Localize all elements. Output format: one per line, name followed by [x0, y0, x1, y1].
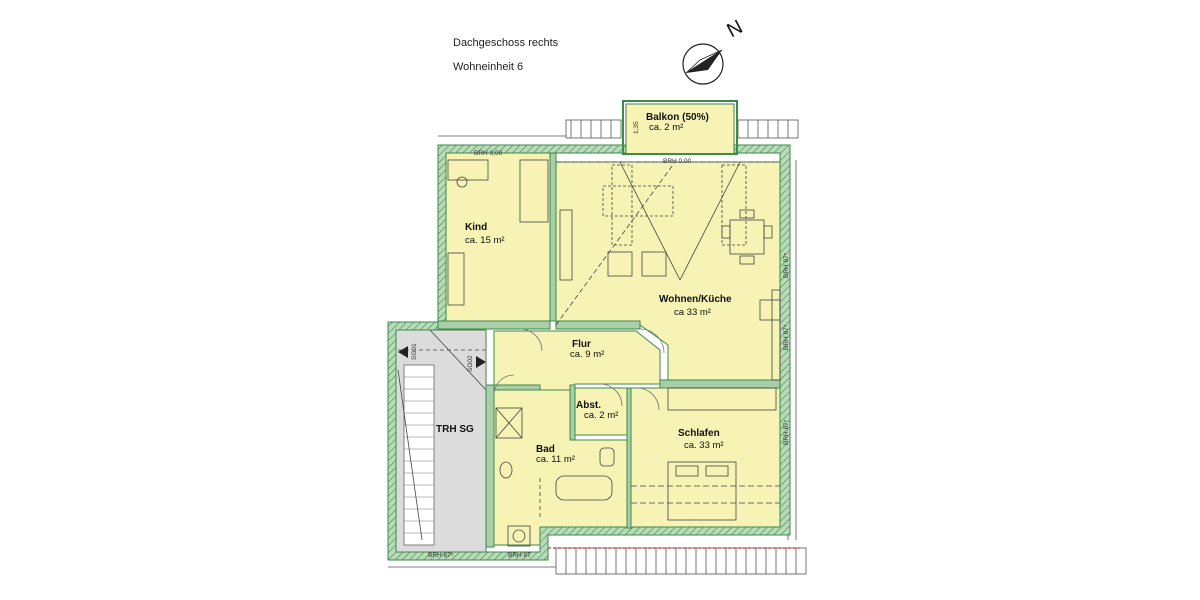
label-abst-area: ca. 2 m² [584, 410, 618, 421]
roof-edge-bottom [388, 547, 807, 575]
floor-title: Dachgeschoss rechts [453, 37, 559, 49]
stairwell [395, 329, 487, 553]
label-bad-area: ca. 11 m² [536, 454, 575, 465]
label-wohnen-area: ca 33 m² [674, 307, 711, 318]
balkon-outline [622, 100, 738, 155]
interior-walls [437, 152, 781, 548]
brh-balkon: BRH 0,00 [663, 158, 692, 165]
label-flur-name: Flur [572, 339, 591, 350]
room-abst [574, 387, 628, 436]
label-balkon-dim: 1,35 [633, 121, 640, 134]
label-sg02: SG02 [467, 355, 474, 372]
room-schlafen [630, 387, 781, 528]
brh-bottom-1: BRH 87⁵ [428, 552, 454, 559]
unit-title: Wohneinheit 6 [453, 61, 524, 73]
brh-side-3: BRH 87⁵ [783, 419, 790, 445]
label-wohnen-name: Wohnen/Küche [659, 294, 732, 305]
label-kind-area: ca. 15 m² [465, 235, 505, 246]
label-balkon-name: Balkon (50%) [646, 112, 709, 123]
label-treppe-name: TRH SG [436, 424, 474, 435]
room-kind [445, 152, 551, 322]
brh-side-1: BRH 87⁵ [783, 252, 790, 278]
compass-icon [682, 43, 724, 85]
label-bad-name: Bad [536, 444, 555, 455]
label-flur-area: ca. 9 m² [570, 349, 604, 360]
room-labels: Balkon (50%) ca. 2 m² 1,35 Kind ca. 15 m… [436, 112, 732, 465]
room-balkon [625, 103, 735, 155]
label-abst-name: Abst. [576, 400, 601, 411]
label-balkon-area: ca. 2 m² [649, 122, 683, 133]
furniture [447, 159, 781, 547]
annotations: BRH 0,00 BRH 0,00 BRH 87⁵ BRH 87⁵ BRH 87… [411, 150, 790, 559]
brh-bottom-2: BRH 87 [508, 552, 531, 559]
roof-edge-top [438, 119, 799, 139]
label-schlafen-area: ca. 33 m² [684, 440, 724, 451]
brh-side-2: BRH 87⁵ [783, 324, 790, 350]
label-schlafen-name: Schlafen [678, 428, 720, 439]
label-kind-name: Kind [465, 222, 487, 233]
brh-kind: BRH 0,00 [474, 150, 503, 157]
label-sg01: SG01 [411, 343, 418, 360]
